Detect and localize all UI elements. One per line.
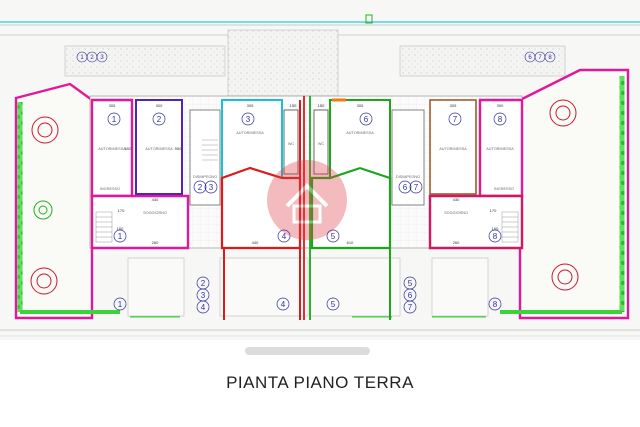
room-label-wc-5: WC <box>318 142 325 146</box>
courtyard-1 <box>127 257 185 317</box>
room-label-garage-1: AUTORIMESSA <box>98 147 126 151</box>
unit-marker-4: 4 <box>282 232 287 241</box>
room-label-garage-3: AUTORIMESSA <box>236 131 264 135</box>
top-marker-7: 7 <box>538 55 542 61</box>
unit-marker-garden-1: 1 <box>118 300 123 309</box>
room-label-living-8: SOGGIORNO <box>444 211 468 215</box>
unit-marker-pair-7: 7 <box>414 183 419 192</box>
garden-left <box>14 82 94 320</box>
unit-marker-pair-3: 3 <box>209 183 214 192</box>
dim-u1-width: 305 <box>109 103 116 108</box>
dimension-labels: 305 300 305 150 150 305 305 300 600 550 … <box>109 103 504 245</box>
stair-unit-1 <box>95 211 113 243</box>
parking-strip-right <box>399 45 566 77</box>
courtyard-8 <box>431 257 489 317</box>
unit-marker-7: 7 <box>453 115 458 124</box>
dim-u8-hall: 430 <box>453 197 460 202</box>
unit-marker-stack-6: 6 <box>408 291 413 300</box>
top-marker-6: 6 <box>528 55 532 61</box>
unit-2-accent <box>135 99 183 195</box>
unit-marker-stack-5: 5 <box>408 279 413 288</box>
room-label-garage-2: AUTORIMESSA <box>145 147 173 151</box>
room-label-garage-6: AUTORIMESSA <box>346 131 374 135</box>
dim-u2-depth: 550 <box>175 146 182 151</box>
unit-marker-1: 1 <box>112 115 117 124</box>
unit-6-outline <box>329 99 391 180</box>
room-label-garage-8: AUTORIMESSA <box>486 147 514 151</box>
unit-8-lower <box>428 194 524 250</box>
room-label-wc-4: WC <box>288 142 295 146</box>
unit-marker-stack-3: 3 <box>201 291 206 300</box>
dim-u1-wc: 160 <box>117 226 124 231</box>
dim-u4-bottom: 440 <box>252 240 259 245</box>
room-labels: AUTORIMESSA AUTORIMESSA AUTORIMESSA AUTO… <box>98 131 514 215</box>
dim-u5-center: 150 <box>318 103 325 108</box>
unit-marker-pair-6: 6 <box>403 183 408 192</box>
unit-markers: 1 2 3 6 7 8 1 8 4 5 2 3 6 7 1 8 4 5 2 3 … <box>107 112 507 314</box>
dim-u5-bottom: 610 <box>347 240 354 245</box>
top-marker-3: 3 <box>100 55 104 61</box>
unit-marker-8-lower: 8 <box>493 232 498 241</box>
watermark-logo <box>267 160 347 240</box>
unit-marker-pair-2: 2 <box>198 183 203 192</box>
dim-u1-entry: 170 <box>118 208 125 213</box>
dim-u1-hall: 430 <box>152 197 159 202</box>
unit-4-wc <box>283 109 299 175</box>
unit-3-outline <box>221 99 283 180</box>
unit-7-accent <box>429 99 477 195</box>
unit-marker-garden-5: 5 <box>331 300 336 309</box>
room-label-living-1: SOGGIORNO <box>143 211 167 215</box>
top-marker-8: 8 <box>548 55 552 61</box>
room-label-garage-7: AUTORIMESSA <box>439 147 467 151</box>
garden-right <box>518 68 630 320</box>
top-marker-2: 2 <box>90 55 94 61</box>
room-label-hall-right: DISIMPEGNO <box>396 175 420 179</box>
dim-u4-center: 150 <box>290 103 297 108</box>
unit-marker-stack-7: 7 <box>408 303 413 312</box>
dim-u1-bottom: 260 <box>152 240 159 245</box>
parking-strip-left <box>64 45 226 77</box>
service-box <box>365 14 373 24</box>
dim-u6-width: 305 <box>357 103 364 108</box>
stair-core-left <box>189 109 221 206</box>
stair-core-right <box>391 109 425 206</box>
unit-marker-garden-4: 4 <box>281 300 286 309</box>
unit-5-wc <box>313 109 329 175</box>
dim-u8-width: 300 <box>497 103 504 108</box>
room-label-entry-8: INGRESSO <box>494 187 514 191</box>
top-markers-left: 1 2 3 <box>76 51 108 63</box>
unit-marker-stack-4: 4 <box>201 303 206 312</box>
dim-u8-wc: 160 <box>492 226 499 231</box>
courtyard-4 <box>219 257 309 317</box>
courtyard-5 <box>309 257 401 317</box>
unit-marker-garden-8: 8 <box>493 300 498 309</box>
dim-u8-bottom: 260 <box>453 240 460 245</box>
stair-unit-8 <box>501 211 519 243</box>
unit-marker-6: 6 <box>364 115 369 124</box>
dim-u1-depth: 600 <box>125 146 132 151</box>
unit-marker-8: 8 <box>498 115 503 124</box>
room-label-entry-1: INGRESSO <box>100 187 120 191</box>
dim-u8-entry: 170 <box>490 208 497 213</box>
unit-1-lower <box>90 194 190 250</box>
top-markers-right: 6 7 8 <box>524 51 556 63</box>
unit-marker-stack-2: 2 <box>201 279 206 288</box>
top-marker-1: 1 <box>80 55 84 61</box>
plan-title: PIANTA PIANO TERRA <box>226 373 414 392</box>
room-label-hall-left: DISIMPEGNO <box>193 175 217 179</box>
dim-u7-width: 305 <box>450 103 457 108</box>
unit-marker-3: 3 <box>246 115 251 124</box>
unit-marker-2: 2 <box>157 115 162 124</box>
dim-u2-width: 300 <box>156 103 163 108</box>
driveway-center <box>227 29 339 97</box>
tree-symbols <box>30 99 579 301</box>
stair-core-left-steps <box>202 139 218 161</box>
redacted-strip <box>245 347 370 355</box>
dim-u3-width: 305 <box>247 103 254 108</box>
unit-marker-5: 5 <box>331 232 336 241</box>
unit-marker-1-lower: 1 <box>118 232 123 241</box>
